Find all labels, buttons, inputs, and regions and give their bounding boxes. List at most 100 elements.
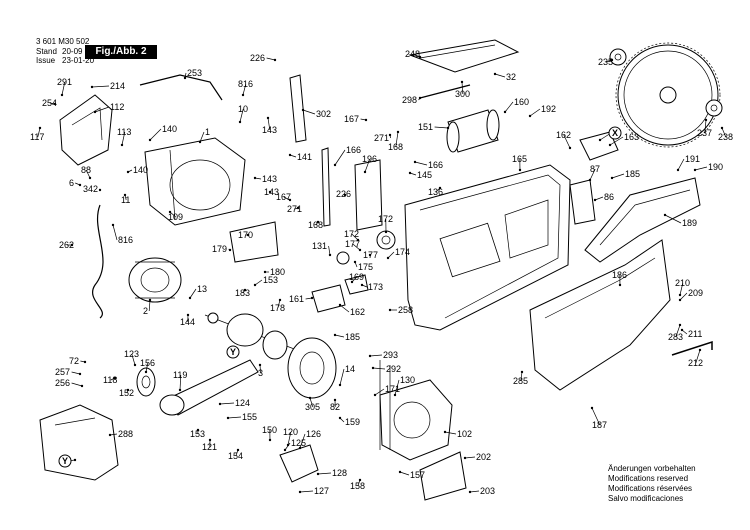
- callout-178: 178: [270, 303, 285, 313]
- leader-tip-177a: [358, 248, 362, 252]
- guide-rails-drawing: [289, 74, 391, 450]
- callout-156: 156: [140, 358, 155, 368]
- reference-circle-Y2: [58, 454, 72, 468]
- callout-210: 210: [675, 278, 690, 288]
- callout-123: 123: [124, 349, 139, 359]
- callout-X1: X: [612, 128, 618, 138]
- callout-140a: 140: [162, 124, 177, 134]
- leader-tip-160: [503, 110, 507, 114]
- callout-288: 288: [118, 429, 133, 439]
- leader-tip-288: [108, 433, 112, 437]
- gear-housing-drawing: [379, 379, 453, 461]
- leader-line-124: [219, 402, 235, 405]
- leader-tip-212: [698, 348, 702, 352]
- callout-153a: 153: [263, 275, 278, 285]
- leader-tip-300: [460, 80, 464, 84]
- callout-190: 190: [708, 162, 723, 172]
- callout-186: 186: [612, 270, 627, 280]
- callout-Y1: Y: [230, 347, 236, 357]
- callout-238: 238: [718, 132, 733, 142]
- leader-tip-144: [186, 313, 190, 317]
- callout-1: 1: [205, 127, 210, 137]
- leader-tip-254: [53, 102, 57, 106]
- leader-line-166b: [414, 161, 428, 166]
- leader-tip-82: [333, 398, 337, 402]
- leader-line-10: [239, 108, 244, 123]
- leader-tip-293: [368, 354, 372, 358]
- stand-label: Stand: [36, 47, 57, 56]
- leader-tip-291: [60, 93, 64, 97]
- leader-tip-285: [520, 370, 524, 374]
- callout-72: 72: [69, 356, 79, 366]
- leader-tip-173: [360, 283, 364, 287]
- leader-tip-143a: [266, 116, 270, 120]
- leader-tip-167b: [288, 198, 292, 202]
- bracket-161-drawing: [311, 284, 346, 313]
- main-housing-drawing: [404, 164, 571, 331]
- callout-168a: 168: [388, 142, 403, 152]
- callout-202: 202: [476, 452, 491, 462]
- leader-tip-119: [178, 388, 182, 392]
- callout-143c: 143: [264, 187, 279, 197]
- callout-Y2: Y: [62, 456, 68, 466]
- leader-tip-169: [350, 280, 354, 284]
- leader-tip-88: [88, 176, 92, 180]
- leader-tip-151: [446, 126, 450, 130]
- leader-tip-141: [288, 153, 292, 157]
- chip-deflector-drawing: [584, 177, 701, 263]
- callout-170: 170: [238, 230, 253, 240]
- leader-line-305: [309, 397, 314, 408]
- leader-tip-153b: [196, 428, 200, 432]
- callout-248: 248: [405, 49, 420, 59]
- callout-291: 291: [57, 77, 72, 87]
- leader-tip-177b: [368, 253, 372, 257]
- leader-line-302: [302, 109, 316, 115]
- stand-value: 20-09: [62, 47, 83, 56]
- note-es: Salvo modificaciones: [608, 494, 684, 503]
- leader-tip-292: [371, 366, 375, 370]
- callout-816a: 816: [238, 79, 253, 89]
- bracket-179-drawing: [229, 221, 279, 263]
- leader-tip-11: [123, 193, 127, 197]
- motor-mount-plate-drawing: [419, 451, 467, 501]
- leader-line-174: [387, 251, 395, 259]
- document-number: 3 601 M30 502: [36, 37, 90, 46]
- leader-tip-342: [98, 188, 102, 192]
- leader-tip-209: [678, 298, 682, 302]
- note-de: Änderungen vorbehalten: [608, 464, 696, 473]
- callout-183: 183: [235, 288, 250, 298]
- callout-159: 159: [345, 417, 360, 427]
- leader-tip-140b: [126, 170, 130, 174]
- leader-tip-256: [80, 384, 84, 388]
- leader-line-178: [277, 299, 281, 309]
- callout-172b: 172: [378, 214, 393, 224]
- leader-line-88: [85, 169, 91, 179]
- callout-120: 120: [283, 427, 298, 437]
- leader-tip-170: [246, 233, 250, 237]
- leader-line-119: [179, 374, 182, 391]
- callout-226b: 226: [336, 189, 351, 199]
- leader-line-172a: [351, 233, 359, 241]
- leader-tip-175: [353, 260, 357, 264]
- leader-line-128: [317, 472, 332, 475]
- leader-tip-189: [663, 213, 667, 217]
- leader-tip-271b: [296, 206, 300, 210]
- reference-circle-Y1: [226, 345, 240, 359]
- callout-143b: 143: [262, 174, 277, 184]
- leader-tip-185a: [610, 176, 614, 180]
- leader-tip-158: [358, 478, 362, 482]
- leader-line-156: [145, 362, 149, 373]
- callout-293: 293: [383, 350, 398, 360]
- leader-line-214: [91, 85, 110, 88]
- leader-tip-14: [338, 383, 342, 387]
- leader-line-3: [259, 364, 261, 374]
- callout-124: 124: [235, 398, 250, 408]
- leader-line-127: [299, 490, 314, 493]
- leader-tip-32: [493, 72, 497, 76]
- callout-166a: 166: [346, 145, 361, 155]
- callout-174: 174: [395, 247, 410, 257]
- callout-118: 118: [103, 375, 117, 385]
- leader-tip-226b: [343, 193, 347, 197]
- callout-10: 10: [238, 104, 248, 114]
